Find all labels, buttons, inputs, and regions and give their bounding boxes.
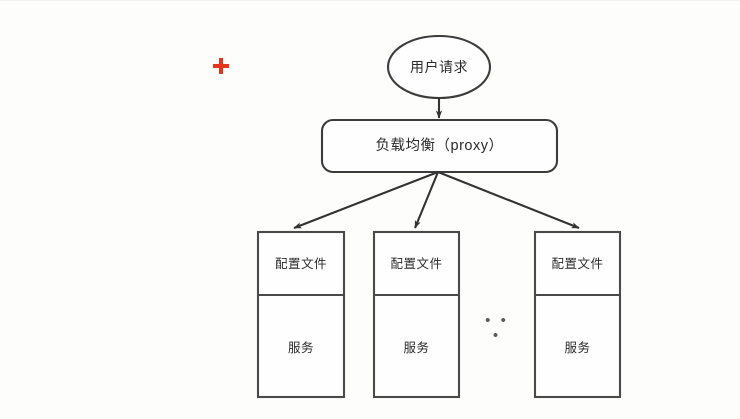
instance-1-box[interactable] [256, 230, 346, 399]
arrow-proxy-to-instance-2 [414, 171, 439, 229]
instance-1-service-label: 服务 [287, 341, 314, 355]
user-request-label: 用户请求 [410, 59, 468, 75]
instance-2-service-label: 服务 [403, 341, 430, 355]
instance-3-box[interactable] [533, 230, 622, 399]
instance-2-config-label: 配置文件 [390, 257, 443, 271]
arrow-proxy-to-instance-3 [437, 171, 580, 229]
instance-3-service-label: 服务 [564, 341, 591, 355]
instance-2-box[interactable] [372, 230, 461, 399]
top-hairline [0, 0, 740, 1]
load-balancer-label: 负载均衡（proxy） [375, 138, 504, 154]
instances-ellipsis: • • • [485, 312, 509, 344]
arrow-proxy-to-instance-1 [293, 171, 439, 229]
instance-1-config-label: 配置文件 [274, 257, 327, 271]
instance-3-config-label: 配置文件 [551, 257, 604, 271]
